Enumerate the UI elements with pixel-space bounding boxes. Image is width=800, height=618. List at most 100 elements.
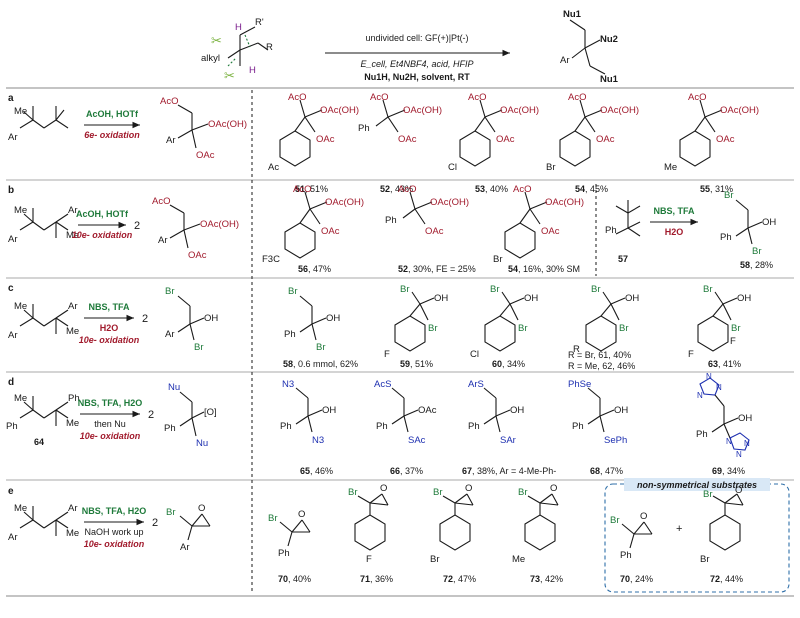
bond-line [189,323,195,341]
atom-label: Br [316,342,326,353]
atom-label: 71, 36% [360,574,393,584]
section-e-letter: e [8,486,14,497]
section-a-product-ar: Ar [166,135,176,146]
section-b-start [19,208,69,238]
section-c-letter: c [8,283,14,294]
atom-label: Me [14,301,27,312]
atom-label: Ph [280,421,292,432]
atom-label: Me [512,554,525,565]
section-b-product-52: AcO OAc(OH) Ph OAc 52, 30%, FE = 25% [385,184,476,274]
atom-label: 56, 47% [298,264,331,274]
structure-fragment [354,493,389,551]
bond-line [579,99,586,118]
section-e-start [19,506,69,536]
bond-line [227,57,237,67]
atom-label: Br [194,342,204,353]
bond-line [587,387,601,399]
bond-line [309,208,321,225]
bond-line [679,130,711,167]
atom-label: N [726,437,732,446]
header-r: R [266,42,273,53]
section-e-product-72: Br O Br 72, 47% [430,483,476,584]
atom-label: OAc [321,226,340,237]
bond-line [299,99,306,118]
bond-line [587,415,601,425]
bond-line [414,201,433,210]
bond-line [504,222,536,259]
bond-line [279,521,293,533]
bond-line [712,495,726,504]
bond-line [711,423,725,433]
atom-label: Br [731,323,741,334]
bond-line [704,116,716,133]
scissors-icon: ✂ ✂ [211,33,235,83]
atom-label: SAr [500,435,516,446]
atom-label: Ph [720,232,732,243]
structure-fragment [559,99,603,167]
bond-line [529,208,541,225]
bond-line [584,116,596,133]
structure-fragment [524,493,559,551]
atom-label: , 47% [600,466,623,476]
atom-label: Ph [6,421,18,432]
atom-label: ArS [468,379,484,390]
atom-label: , 47% [453,574,476,584]
section-b-product-56: AcO OAc(OH) OAc F3C 56, 47% [262,184,364,274]
bond-line [381,493,389,506]
bond-line [191,129,197,149]
bond-line [474,116,486,132]
section-d-letter: d [8,377,14,388]
atom-label: 72 [710,574,720,584]
atom-label: AcO [568,92,586,103]
atom-label: 53 [475,184,485,194]
bond-line [179,515,193,527]
atom-label: F [730,336,736,347]
bond-line [483,415,497,425]
header-cond-line2: E_cell, Et4NBF4, acid, HFIP [360,59,473,69]
bond-line [244,34,251,48]
bond-line [23,511,34,521]
atom-label: N [716,383,722,392]
bond-line [584,39,601,49]
atom-label: 70 [278,574,288,584]
atom-label: , 46% [310,466,333,476]
bond-line [177,104,193,114]
bond-line [627,221,641,229]
structure-fragment [504,191,548,259]
bond-line [301,519,311,533]
atom-label: O [550,483,557,494]
section-d-product-67: ArS OH Ph SAr 67, 38%, Ar = 4-Me-Ph- [462,379,556,476]
atom-label: OH [737,293,751,304]
atom-label: Br [430,554,440,565]
section-c-product-59: Br OH Br F 59, 51% [384,284,448,369]
header-alkyl: alkyl [201,53,220,64]
section-b-side-reaction: Ph 57 NBS, TFA H2O Br OH Ph Br 58, 28% [605,190,776,270]
atom-label: OH [524,293,538,304]
header-h2: H [249,65,256,76]
section-c-product-60: Br OH Br Cl 60, 34% [470,284,538,369]
atom-label: NaOH work up [84,527,143,537]
section-a-product-54: AcO OAc(OH) OAc Br 54, 45% [546,92,639,194]
atom-label: OH [326,313,340,324]
atom-label: Me [66,326,79,337]
atom-label: 57 [618,254,628,264]
header-product-structure [569,19,606,75]
bond-line [569,19,586,31]
bond-line [23,111,34,121]
atom-label: Ar [8,532,18,543]
atom-label: OAc [496,134,515,145]
atom-label: Me [66,528,79,539]
section-a-product-55: AcO OAc(OH) OAc Me 55, 31% [664,92,759,194]
structure-fragment [391,387,419,433]
atom-label: NBS, TFA, H2O [78,398,143,408]
bond-line [729,432,750,451]
bond-line [723,417,739,425]
atom-label: Ar [158,235,168,246]
atom-label: R [573,344,580,355]
bond-line [551,493,559,506]
bond-line [509,297,525,305]
bond-line [459,130,491,167]
bond-line [529,201,548,210]
atom-label: 66, 37% [390,466,423,476]
